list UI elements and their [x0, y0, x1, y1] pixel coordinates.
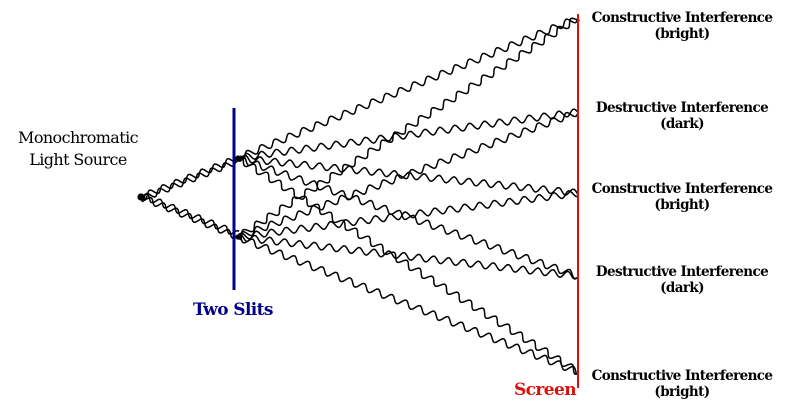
fringe-5-note: (bright): [654, 383, 710, 400]
fringe-1-note: (bright): [654, 25, 710, 42]
light-wave: [238, 108, 579, 162]
light-wave: [141, 157, 238, 203]
light-wave: [237, 190, 579, 240]
fringe-label-1: Constructive Interference (bright): [582, 10, 782, 42]
fringe-4-note: (dark): [660, 279, 704, 296]
light-source-label-line2: Light Source: [29, 149, 127, 169]
fringe-5-title: Constructive Interference: [591, 368, 773, 384]
slit-openings: [235, 155, 241, 240]
fringe-1-title: Constructive Interference: [591, 10, 773, 26]
light-wave: [139, 196, 239, 239]
two-slits-label: Two Slits: [193, 300, 273, 320]
fringe-2-note: (dark): [660, 115, 704, 132]
light-wave: [237, 154, 579, 196]
fringe-3-title: Constructive Interference: [591, 181, 773, 197]
fringe-label-5: Constructive Interference (bright): [582, 368, 782, 400]
light-source-point: [137, 193, 145, 201]
fringe-label-3: Constructive Interference (bright): [582, 181, 782, 213]
fringe-2-title: Destructive Interference: [595, 100, 769, 116]
light-wave: [238, 111, 579, 240]
screen-label: Screen: [514, 380, 577, 400]
light-wave: [237, 17, 579, 161]
fringe-label-4: Destructive Interference (dark): [582, 264, 782, 296]
light-wave: [139, 193, 240, 235]
light-wave: [237, 155, 578, 280]
light-wave: [238, 155, 577, 376]
fringe-3-note: (bright): [654, 196, 710, 213]
light-wave: [238, 233, 579, 280]
fringe-4-title: Destructive Interference: [595, 264, 769, 280]
wave-paths: [139, 17, 580, 376]
light-source-label: Monochromatic Light Source: [8, 127, 148, 170]
light-wave: [239, 17, 580, 241]
light-wave: [238, 233, 578, 375]
light-source-label-line1: Monochromatic: [18, 128, 139, 147]
fringe-label-2: Destructive Interference (dark): [582, 100, 782, 132]
